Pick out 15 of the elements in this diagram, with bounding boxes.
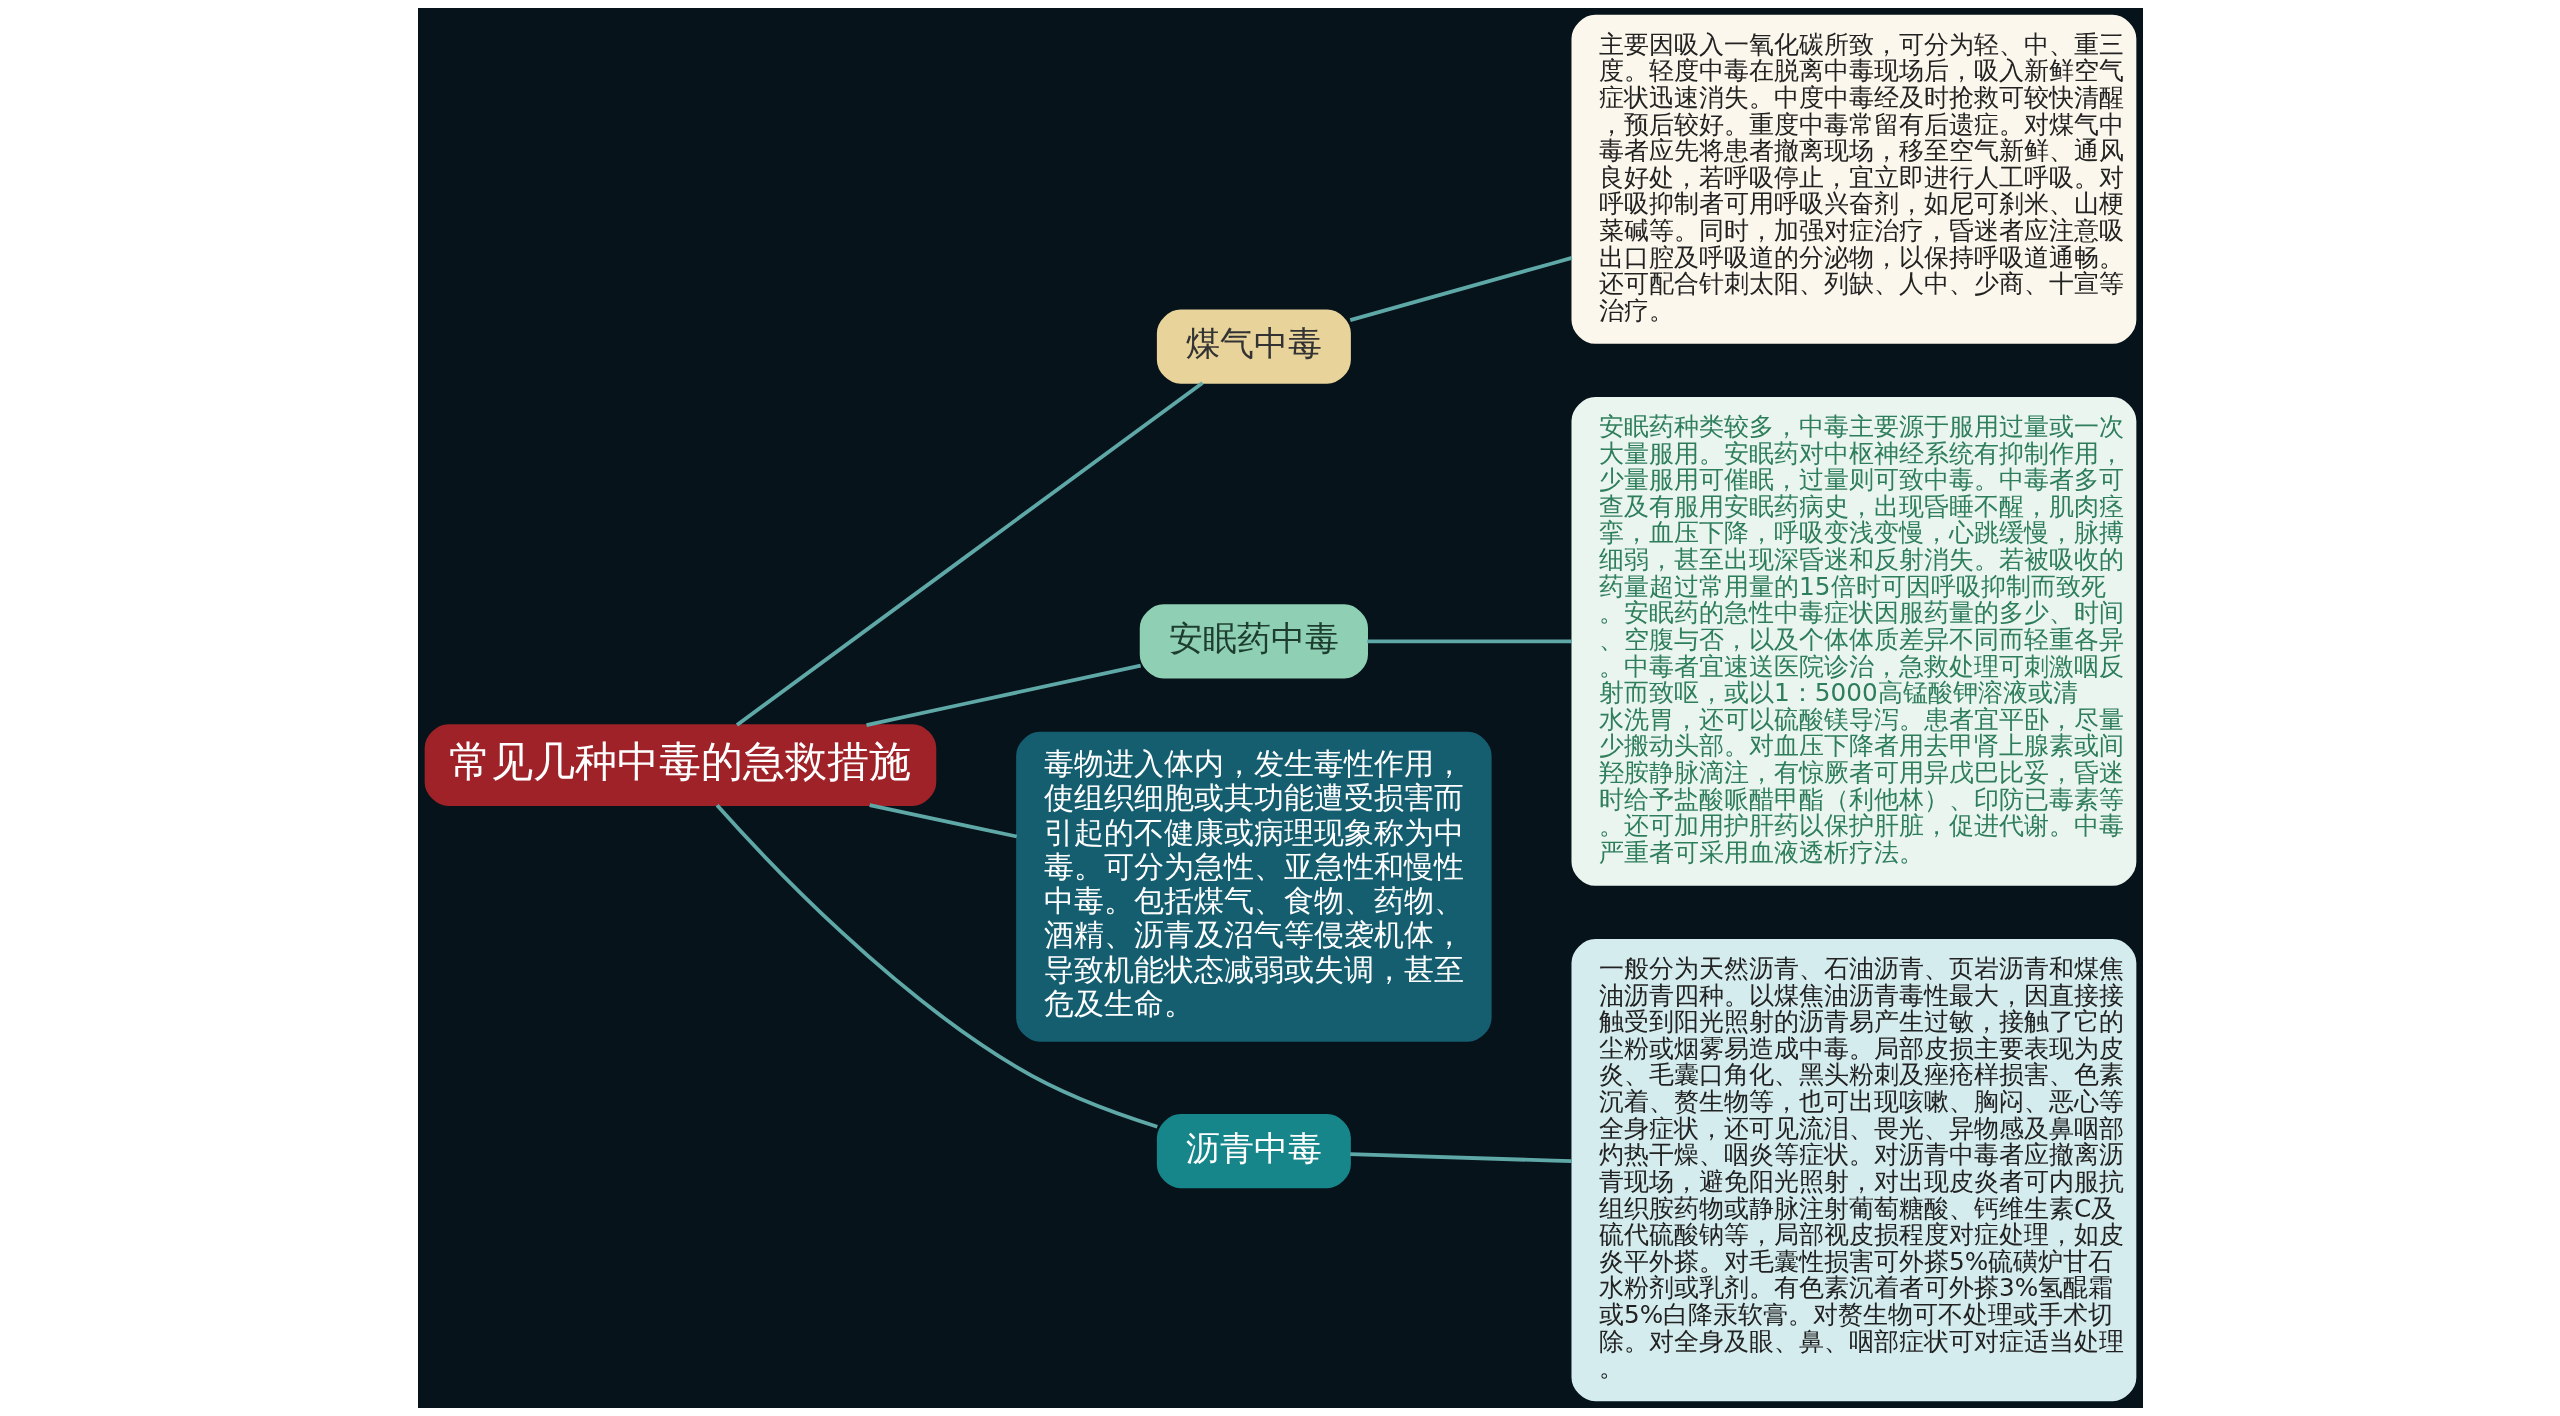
connector xyxy=(715,804,1158,1129)
node-box: 沥青中毒 xyxy=(1156,1114,1351,1189)
node-box: 煤气中毒 xyxy=(1156,309,1351,384)
connector xyxy=(735,381,1204,727)
connector xyxy=(865,663,1141,727)
node-box: 一般分为天然沥青、石油沥青、页岩沥青和煤焦油沥青四种。以煤焦油沥青毒性最大，因直接接触受到阳光照射的沥青易产生过敏，接触了它的尘粉或烟雾易造成中毒。局部皮损主要表现为皮炎、毛囊口角化、黑头粉刺及痤疮样损害、色素沉着、赘生物等，也可出现咳嗽、胸闷、恶心等全身症状，还可见流泪、畏光、异物感及鼻咽部灼热干燥、咽炎等症状。对沥青中毒者应撤离沥青现场，避免阳光照射，对出现皮炎者可内服抗组织胺药物或静脉注射葡萄糖酸、钙维生素C及硫代硫酸钠等，局部视皮损程度对症处理，如皮炎平外搽。对毛囊性损害可外搽5%硫磺炉甘石水粉剂或乳剂。有色素沉着者可外搽3%氢醌霜或5%白降汞软膏。对赘生物可不处理或手术切除。对全身及眼、鼻、咽部症状可对症适当处理。 xyxy=(1571,939,2136,1402)
connector xyxy=(1349,256,1572,322)
connector xyxy=(1349,1152,1572,1164)
node-box: 安眠药中毒 xyxy=(1139,604,1368,679)
connector xyxy=(868,803,1017,839)
node-box: 主要因吸入一氧化碳所致，可分为轻、中、重三度。轻度中毒在脱离中毒现场后，吸入新鲜空气症状迅速消失。中度中毒经及时抢救可较快清醒，预后较好。重度中毒常留有后遗症。对煤气中毒者应先将患者撤离现场，移至空气新鲜、通风良好处，若呼吸停止，宜立即进行人工呼吸。对呼吸抑制者可用呼吸兴奋剂，如尼可刹米、山梗菜碱等。同时，加强对症治疗，昏迷者应注意吸出口腔及呼吸道的分泌物，以保持呼吸道通畅。还可配合针刺太阳、列缺、人中、少商、十宣等治疗。 xyxy=(1571,14,2136,344)
node-box: 毒物进入体内，发生毒性作用，使组织细胞或其功能遭受损害而引起的不健康或病理现象称为中毒。可分为急性、亚急性和慢性中毒。包括煤气、食物、药物、酒精、沥青及沼气等侵袭机体，导致机能状态减弱或失调，甚至危及生命。 xyxy=(1015,731,1492,1042)
connector xyxy=(1366,639,1572,644)
node-box: 常见几种中毒的急救措施 xyxy=(424,724,936,806)
node-box: 安眠药种类较多，中毒主要源于服用过量或一次大量服用。安眠药对中枢神经系统有抑制作用，少量服用可催眠，过量则可致中毒。中毒者多可查及有服用安眠药病史，出现昏睡不醒，肌肉痉挛，血压下降，呼吸变浅变慢，心跳缓慢，脉搏细弱，甚至出现深昏迷和反射消失。若被吸收的药量超过常用量的15倍时可因呼吸抑制而致死。安眠药的急性中毒症状因服药量的多少、时间、空腹与否，以及个体体质差异不同而轻重各异。中毒者宜速送医院诊治，急救处理可刺激咽反射而致呕，或以1：5000高锰酸钾溶液或清水洗胃，还可以硫酸镁导泻。患者宜平卧，尽量少搬动头部。对血压下降者用去甲肾上腺素或间羟胺静脉滴注，有惊厥者可用异戊巴比妥，昏迷时给予盐酸哌醋甲酯（利他林）、印防已毒素等。还可加用护肝药以保护肝脏，促进代谢。中毒严重者可采用血液透析疗法。 xyxy=(1571,397,2136,886)
